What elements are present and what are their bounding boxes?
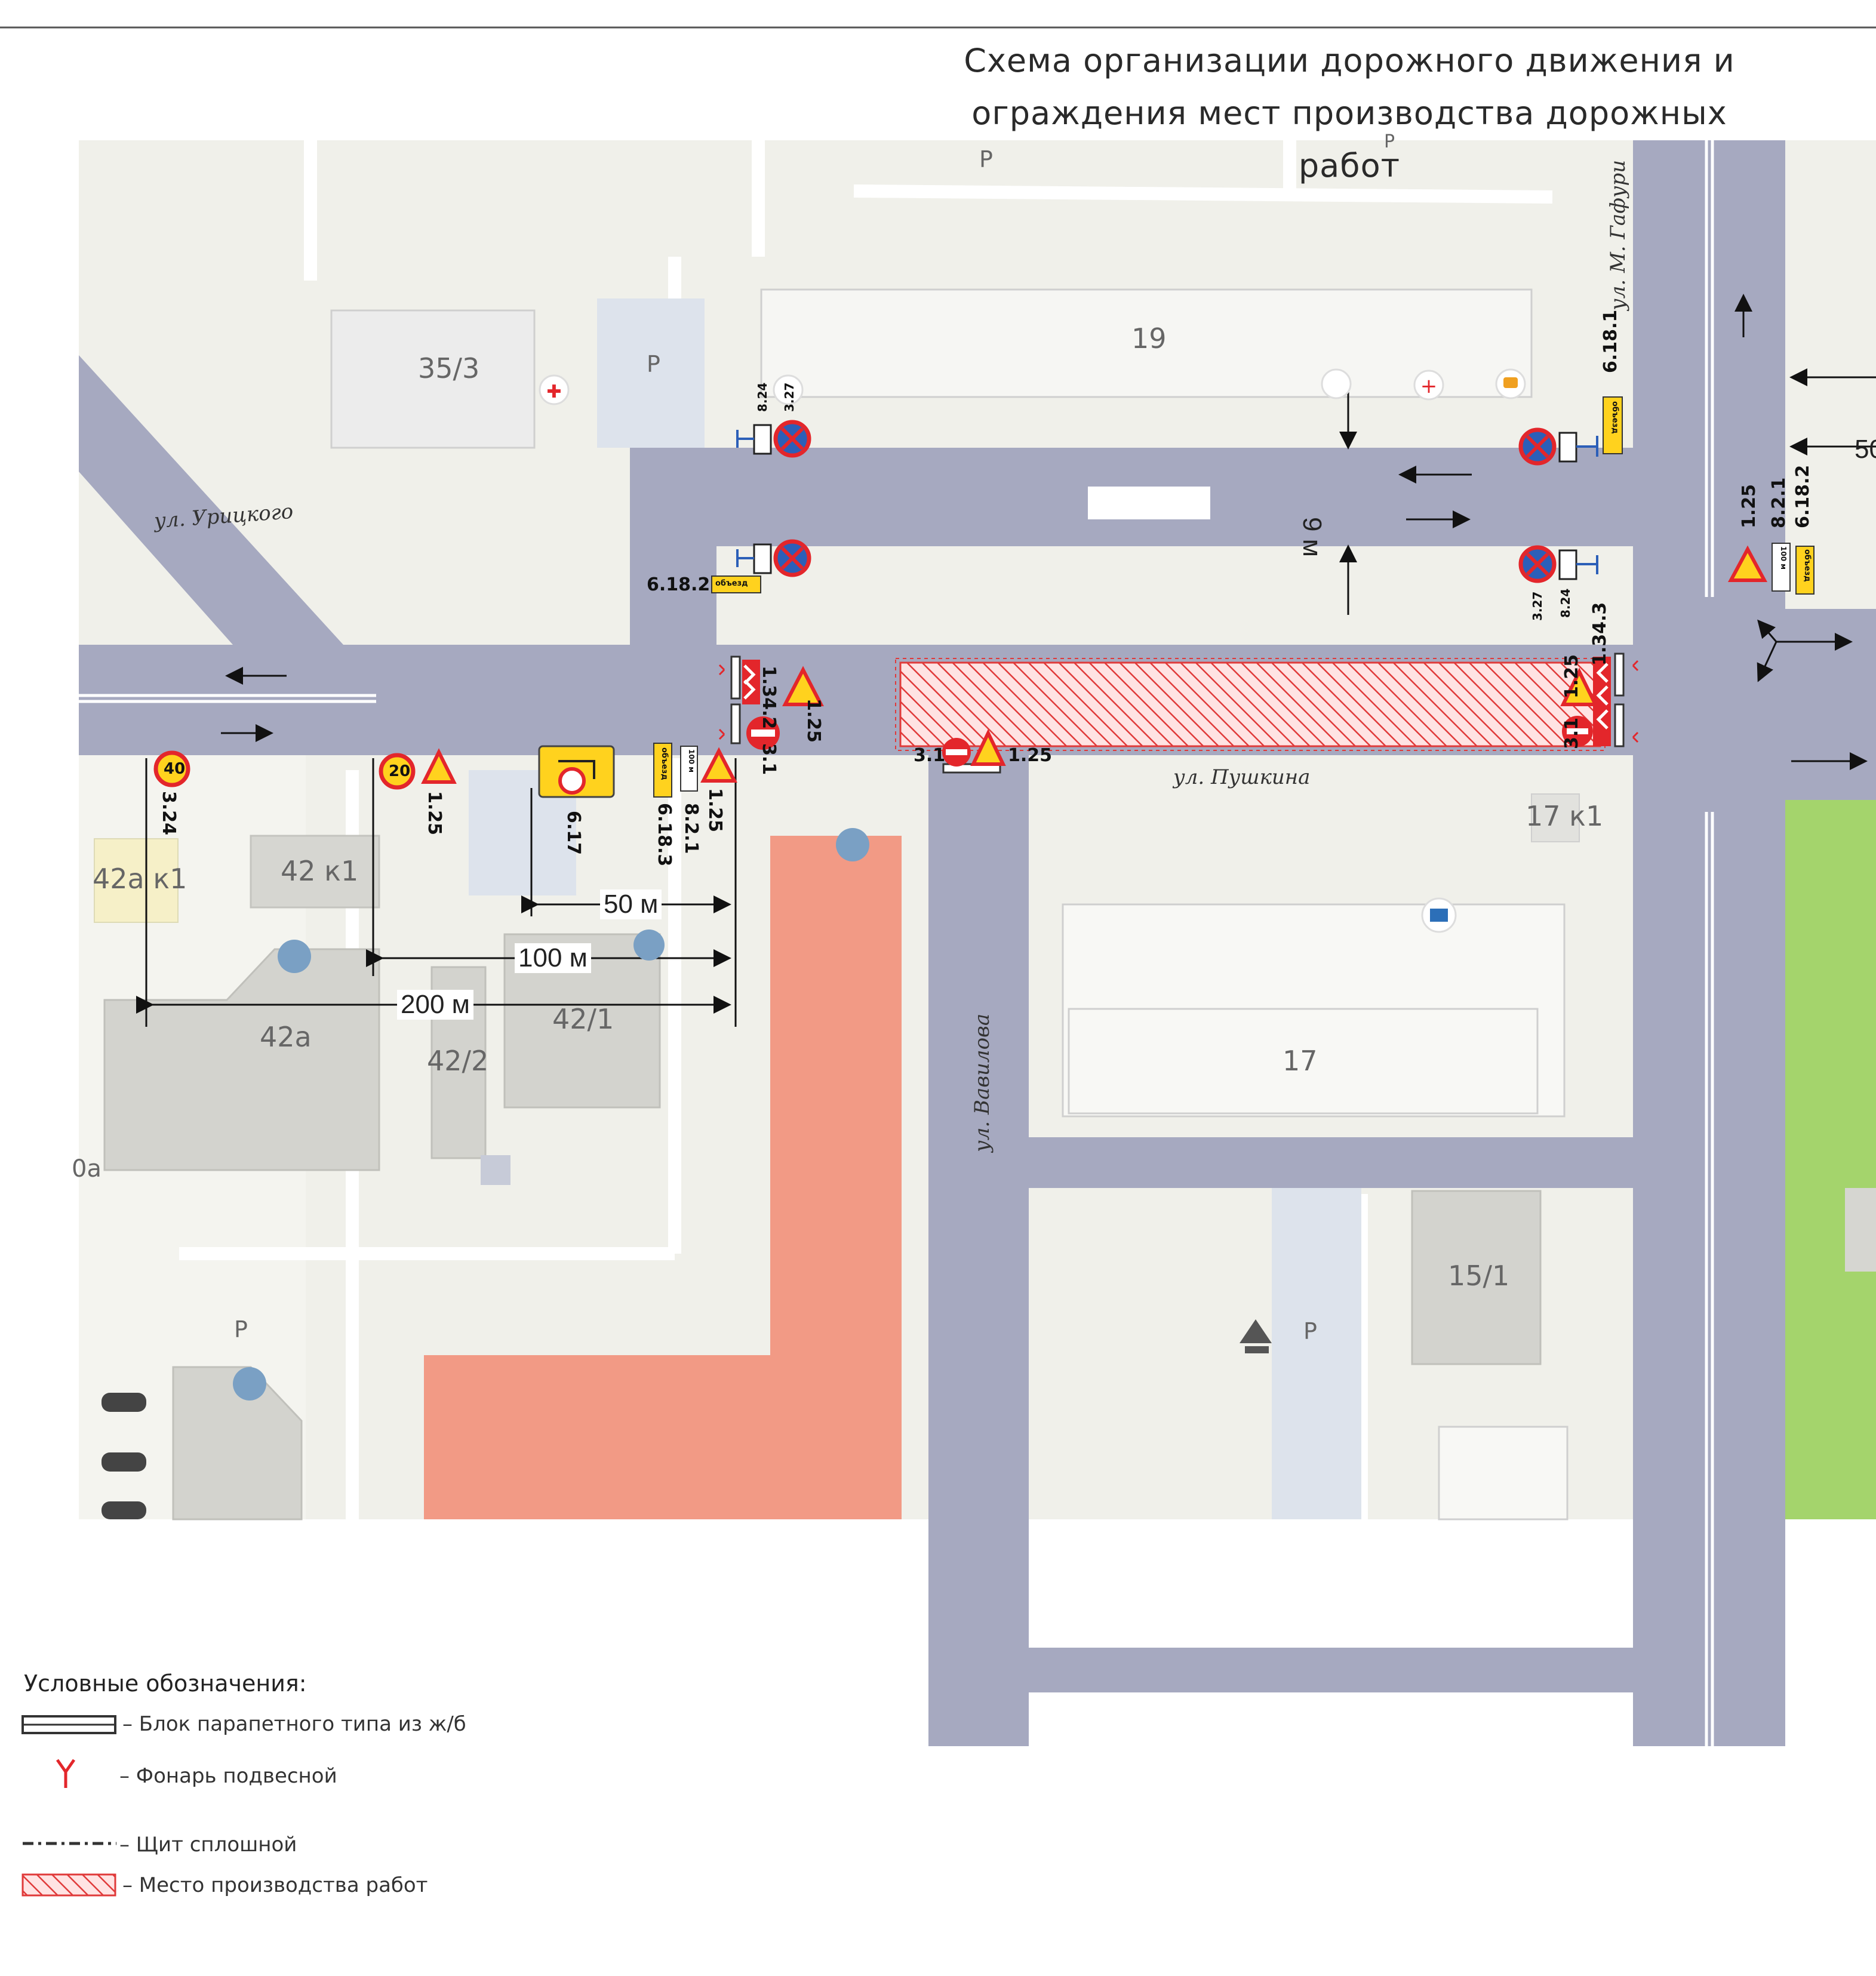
detour-plate-text: объезд — [660, 747, 669, 780]
sign-label-1-25: 1.25 — [803, 698, 824, 743]
road-uritskogo — [79, 355, 343, 645]
legend-item-work-zone: – Место производства работ — [122, 1873, 428, 1897]
blank-patch — [1088, 487, 1210, 519]
sign-label-8-24: 8.24 — [755, 382, 770, 412]
legend-item-lantern: – Фонарь подвесной — [119, 1764, 337, 1788]
sign-posts — [736, 430, 1598, 574]
detour-plate-text: объезд — [1803, 549, 1812, 582]
parking-label: Р — [647, 351, 660, 377]
park-area — [1782, 800, 1876, 1519]
title-line-2: ограждения мест производства дорожных ра… — [971, 94, 1727, 184]
building-17: 17 — [1283, 1045, 1318, 1077]
parking-label: Р — [979, 146, 993, 173]
speed-sign-40: 40 — [164, 760, 186, 778]
road-gafuri — [1633, 140, 1785, 1746]
distance-plate-text: 100 м — [687, 749, 696, 773]
poi-icons: + ✚ — [233, 368, 1526, 1401]
svg-text:+: + — [1420, 374, 1438, 398]
sign-label-1-34-2: 1.34.2 — [758, 666, 779, 730]
scheme-title: Схема организации дорожного движения и о… — [931, 35, 1767, 192]
legend-symbols — [21, 1715, 116, 1897]
building-cut-left: 0а — [72, 1155, 102, 1183]
detour-scheme-sign — [538, 745, 615, 798]
chevron-boards — [742, 657, 1611, 746]
street-label-pushkina: ул. Пушкина — [1173, 765, 1311, 789]
sign-label-1-25: 1.25 — [705, 788, 725, 833]
parapet-blocks — [730, 652, 1625, 774]
building-42a: 42а — [260, 1021, 312, 1053]
sign-label-1-25: 1.25 — [1008, 745, 1053, 766]
no-stopping-signs — [773, 420, 1557, 583]
street-label-vavilova: ул. Вавилова — [970, 1013, 994, 1152]
building-42-k1: 42 к1 — [281, 855, 359, 887]
sign-label-1-34-3: 1.34.3 — [1589, 602, 1610, 666]
legend-item-parapet: – Блок парапетного типа из ж/б — [122, 1712, 466, 1736]
sign-label-6-18-2: 6.18.2 — [647, 574, 711, 595]
detour-plate-text: объезд — [715, 579, 748, 588]
sign-label-1-25: 1.25 — [1561, 654, 1582, 698]
dim-label-9m: 9 м — [1297, 517, 1327, 557]
speed-sign-20: 20 — [389, 762, 411, 780]
sign-label-3-24: 3.24 — [158, 791, 179, 836]
tow-plates — [753, 424, 1577, 580]
title-line-1: Схема организации дорожного движения и — [964, 42, 1735, 79]
salmon-area — [424, 836, 902, 1519]
detour-plate-text: объезд — [1610, 401, 1619, 434]
traffic-arrows — [221, 294, 1876, 770]
road-cross-2 — [1029, 1648, 1633, 1692]
roadworks-signs — [421, 545, 1768, 784]
sign-label-6-18-2: 6.18.2 — [1792, 464, 1813, 528]
sign-label-3-27: 3.27 — [1530, 591, 1545, 621]
sign-label-3-1: 3.1 — [914, 745, 946, 766]
lanterns — [718, 660, 1639, 743]
legend-title: Условные обозначения: — [24, 1670, 307, 1697]
sign-label-8-2-1: 8.2.1 — [1769, 477, 1789, 528]
road-cross-1 — [1029, 1137, 1633, 1188]
sign-label-1-25: 1.25 — [424, 791, 445, 836]
sign-label-8-24: 8.24 — [1558, 588, 1573, 618]
no-entry-signs — [746, 716, 1593, 767]
speed-limit-signs — [153, 750, 416, 790]
street-label-gafuri: ул. М. Гафури — [1606, 159, 1630, 310]
sign-label-3-27: 3.27 — [782, 382, 796, 412]
parking-label: Р — [1384, 131, 1395, 152]
sign-label-8-2-1: 8.2.1 — [681, 803, 702, 854]
sign-label-6-17: 6.17 — [563, 811, 584, 855]
road-east — [1785, 609, 1876, 800]
dim-label-50m: 50 м — [600, 889, 662, 919]
distance-plate-text: 100 м — [1779, 546, 1788, 570]
building-42a-k1: 42а к1 — [93, 863, 187, 895]
sign-label-6-18-1: 6.18.1 — [1600, 309, 1621, 373]
dim-label-50-right: 50 — [1855, 435, 1876, 464]
building-15-1: 15/1 — [1448, 1260, 1510, 1292]
sign-label-3-1: 3.1 — [758, 743, 779, 775]
lane-markings — [79, 140, 1714, 1746]
dim-label-200m: 200 м — [397, 990, 473, 1020]
dim-label-100m: 100 м — [515, 943, 591, 973]
sign-label-1-25: 1.25 — [1739, 484, 1760, 528]
road-north-connector — [630, 448, 716, 755]
work-zone — [899, 661, 1601, 747]
buildings — [94, 288, 1580, 1521]
legend-item-shield: – Щит сплошной — [119, 1833, 297, 1857]
building-17-k1: 17 к1 — [1526, 800, 1604, 832]
benches — [102, 1393, 146, 1519]
building-42-1: 42/1 — [552, 1003, 614, 1035]
sign-label-6-18-3: 6.18.3 — [654, 803, 675, 867]
building-35-3: 35/3 — [418, 352, 480, 384]
parking-label: Р — [1303, 1318, 1317, 1344]
building-19: 19 — [1131, 322, 1167, 355]
sign-label-3-1: 3.1 — [1561, 717, 1582, 749]
parking-label: Р — [234, 1316, 248, 1343]
svg-text:✚: ✚ — [546, 381, 561, 402]
detour-plates — [653, 396, 1815, 798]
building-42-2: 42/2 — [427, 1045, 489, 1077]
road-vavilova — [928, 755, 1029, 1746]
